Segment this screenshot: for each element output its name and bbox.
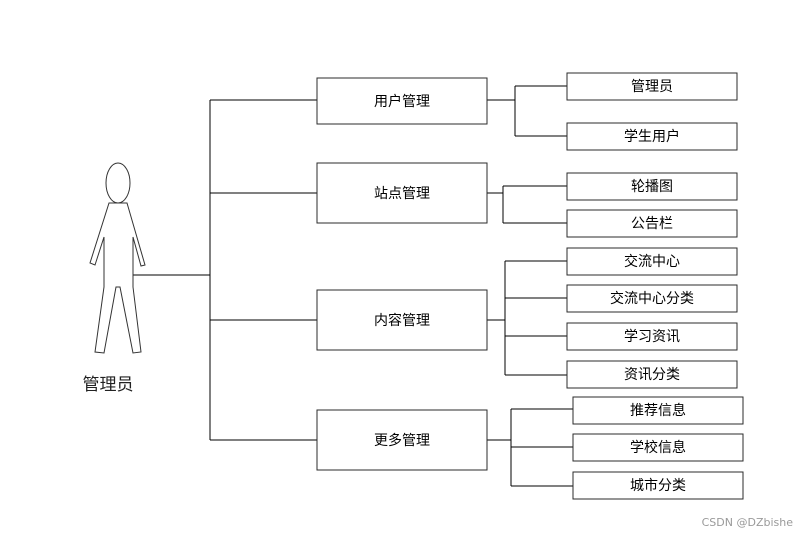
leaf-carousel: 轮播图: [566, 172, 738, 201]
module-box: [316, 289, 488, 351]
leaf-label: 资讯分类: [624, 367, 680, 383]
module-box: [316, 162, 488, 224]
module-label: 用户管理: [374, 93, 430, 110]
actor-head: [105, 162, 131, 204]
module-user-management: 用户管理: [316, 77, 488, 125]
leaf-box: [566, 284, 738, 313]
leaf-label: 学校信息: [630, 439, 686, 456]
leaf-label: 轮播图: [631, 179, 673, 195]
leaf-exchange-center: 交流中心: [566, 247, 738, 276]
actor-body: [89, 202, 146, 354]
module-more-management: 更多管理: [316, 409, 488, 471]
leaf-school-info: 学校信息: [572, 433, 744, 462]
leaf-label: 交流中心: [624, 253, 680, 270]
leaf-box: [572, 433, 744, 462]
leaf-recommended-info: 推荐信息: [572, 396, 744, 425]
leaf-label: 交流中心分类: [610, 290, 694, 307]
module-label: 内容管理: [374, 312, 430, 329]
leaf-label: 公告栏: [631, 216, 673, 232]
actor-figure: 管理员: [83, 162, 146, 395]
leaf-exchange-center-category: 交流中心分类: [566, 284, 738, 313]
leaf-box: [566, 360, 738, 389]
leaf-bulletin-board: 公告栏: [566, 209, 738, 238]
module-box: [316, 409, 488, 471]
leaf-box: [566, 122, 738, 151]
leaf-box: [572, 471, 744, 500]
module-label: 站点管理: [374, 186, 430, 202]
leaf-box: [566, 72, 738, 101]
module-box: [316, 77, 488, 125]
leaf-label: 学生用户: [624, 128, 680, 145]
watermark-text: CSDN @DZbishe: [702, 516, 794, 529]
module-label: 更多管理: [374, 432, 430, 449]
leaf-label: 城市分类: [630, 477, 686, 494]
leaf-box: [566, 209, 738, 238]
leaf-box: [572, 396, 744, 425]
leaf-study-news: 学习资讯: [566, 322, 738, 351]
leaf-box: [566, 322, 738, 351]
leaf-box: [566, 247, 738, 276]
leaf-student-user: 学生用户: [566, 122, 738, 151]
connector-lines: [133, 85, 573, 487]
leaf-city-category: 城市分类: [572, 471, 744, 500]
leaf-box: [566, 172, 738, 201]
leaf-administrator: 管理员: [566, 72, 738, 101]
module-content-management: 内容管理: [316, 289, 488, 351]
leaf-label: 推荐信息: [630, 402, 686, 419]
leaf-news-category: 资讯分类: [566, 360, 738, 389]
actor-label: 管理员: [83, 375, 134, 395]
module-site-management: 站点管理: [316, 162, 488, 224]
leaf-label: 学习资讯: [624, 329, 680, 345]
leaf-label: 管理员: [631, 79, 673, 95]
